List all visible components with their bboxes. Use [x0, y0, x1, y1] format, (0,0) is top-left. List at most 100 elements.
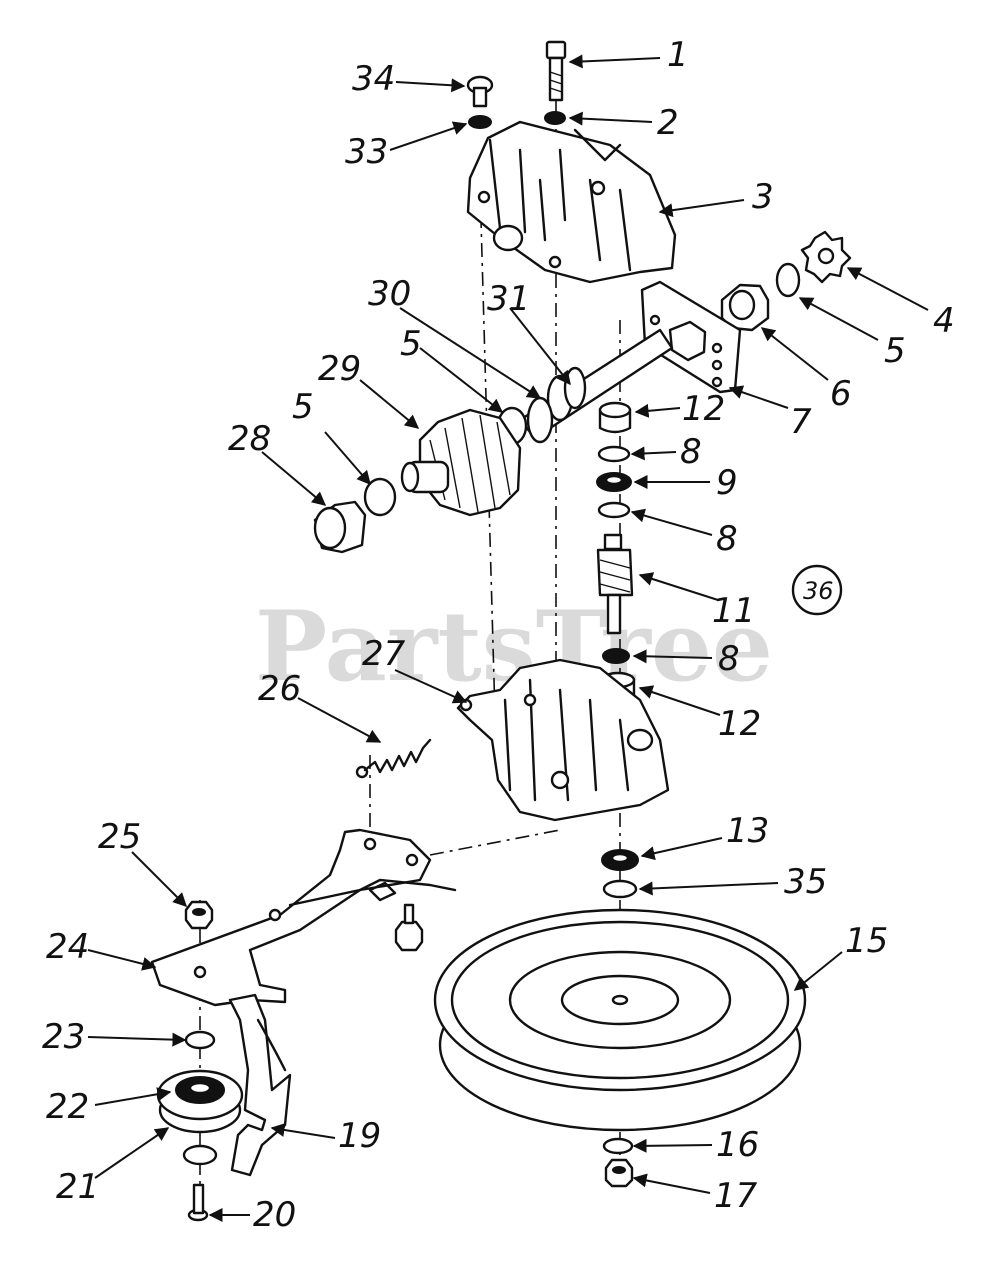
part-idler-arm-24[interactable]	[150, 828, 457, 1007]
part-bearing-13[interactable]	[601, 849, 639, 871]
diagram-number: 36	[803, 577, 834, 605]
callout-7: 7	[728, 385, 812, 442]
svg-text:12: 12	[682, 389, 725, 429]
callout-30: 30	[368, 274, 542, 399]
part-bushing-12-upper[interactable]	[598, 401, 632, 434]
callout-27: 27	[362, 634, 468, 704]
callout-34: 34	[352, 59, 466, 99]
svg-text:16: 16	[716, 1125, 759, 1165]
part-washer-21[interactable]	[182, 1144, 218, 1166]
part-washer-8-upper[interactable]	[597, 445, 631, 463]
callout-15: 15	[793, 921, 888, 991]
part-washer-23[interactable]	[184, 1030, 216, 1050]
callout-23: 23	[42, 1017, 187, 1057]
part-nut-25[interactable]	[184, 900, 214, 930]
svg-text:6: 6	[830, 374, 852, 414]
svg-text:8: 8	[680, 432, 702, 472]
part-washer-5-right[interactable]	[775, 262, 801, 298]
callout-1: 1	[568, 35, 689, 75]
part-washer-5-left[interactable]	[363, 477, 397, 517]
part-washer-16[interactable]	[602, 1137, 634, 1155]
svg-text:21: 21	[56, 1167, 99, 1207]
callout-8-lower: 8	[632, 639, 740, 679]
svg-text:19: 19	[338, 1116, 381, 1156]
svg-text:8: 8	[718, 639, 740, 679]
callout-4: 4	[846, 267, 955, 341]
svg-text:30: 30	[368, 274, 411, 314]
callout-2: 2	[568, 103, 679, 143]
callout-5-left: 5	[292, 387, 371, 486]
part-screw-34[interactable]	[466, 75, 494, 108]
part-washer-35[interactable]	[602, 879, 638, 899]
part-washer-2[interactable]	[544, 111, 566, 125]
callout-16: 16	[632, 1125, 759, 1165]
svg-text:3: 3	[752, 177, 774, 217]
callout-35: 35	[638, 862, 827, 902]
callout-20: 20	[208, 1195, 296, 1235]
part-nut-17[interactable]	[604, 1158, 634, 1188]
part-washer-33[interactable]	[468, 115, 492, 129]
part-sprocket-4[interactable]	[800, 230, 852, 284]
svg-text:27: 27	[362, 634, 406, 674]
part-idler-pulley-22[interactable]	[156, 1069, 244, 1134]
svg-text:9: 9	[716, 463, 738, 503]
svg-text:22: 22	[46, 1087, 89, 1127]
part-spring-26[interactable]	[355, 738, 432, 779]
callout-24: 24	[46, 927, 157, 971]
svg-text:4: 4	[933, 301, 955, 341]
callout-5-mid: 5	[400, 324, 504, 413]
callout-19: 19	[270, 1116, 381, 1156]
part-bearing-9[interactable]	[596, 472, 632, 492]
svg-text:1: 1	[667, 35, 689, 75]
part-gear-29[interactable]	[400, 408, 522, 517]
svg-text:5: 5	[400, 324, 422, 364]
svg-text:35: 35	[784, 862, 827, 902]
callout-29: 29	[318, 349, 420, 429]
callout-26: 26	[258, 669, 382, 743]
callout-28: 28	[228, 419, 327, 506]
part-washer-8-lower[interactable]	[602, 648, 630, 664]
callout-25: 25	[98, 817, 187, 907]
diagram-number-badge: 36	[791, 564, 843, 616]
callout-13: 13	[640, 811, 769, 861]
callout-33: 33	[345, 121, 468, 172]
callout-5-right: 5	[798, 297, 906, 371]
part-washer-8-mid[interactable]	[597, 501, 631, 519]
callout-12-upper: 12	[634, 389, 725, 429]
part-pulley-15[interactable]	[433, 908, 807, 1132]
callout-21: 21	[56, 1127, 170, 1207]
svg-text:11: 11	[712, 591, 755, 631]
callout-8-mid: 8	[630, 508, 738, 559]
part-bolt-20[interactable]	[187, 1183, 209, 1222]
part-bushing-28[interactable]	[313, 500, 367, 554]
svg-text:2: 2	[657, 103, 679, 143]
svg-text:23: 23	[42, 1017, 85, 1057]
svg-text:5: 5	[884, 331, 906, 371]
svg-text:5: 5	[292, 387, 314, 427]
callout-22: 22	[46, 1087, 172, 1127]
svg-text:20: 20	[253, 1195, 296, 1235]
svg-text:7: 7	[790, 402, 812, 442]
part-worm-gear-11[interactable]	[596, 533, 634, 635]
callout-31: 31	[487, 279, 571, 386]
part-upper-housing-3[interactable]	[466, 120, 677, 284]
callout-17: 17	[632, 1173, 758, 1216]
svg-text:25: 25	[98, 817, 141, 857]
part-shaft-30[interactable]	[518, 328, 674, 444]
callout-6: 6	[760, 327, 852, 414]
svg-text:17: 17	[714, 1176, 758, 1216]
svg-text:8: 8	[716, 519, 738, 559]
callout-3: 3	[658, 177, 774, 218]
callout-9: 9	[633, 463, 738, 503]
svg-text:12: 12	[718, 704, 761, 744]
svg-text:31: 31	[487, 279, 530, 319]
part-nut-arm[interactable]	[394, 903, 424, 952]
callout-12-lower: 12	[638, 685, 761, 744]
svg-text:29: 29	[318, 349, 361, 389]
part-bolt-1[interactable]	[545, 40, 567, 102]
svg-text:26: 26	[258, 669, 301, 709]
callout-8-upper: 8	[630, 432, 702, 472]
svg-text:33: 33	[345, 132, 388, 172]
part-lower-housing-27[interactable]	[456, 658, 670, 822]
